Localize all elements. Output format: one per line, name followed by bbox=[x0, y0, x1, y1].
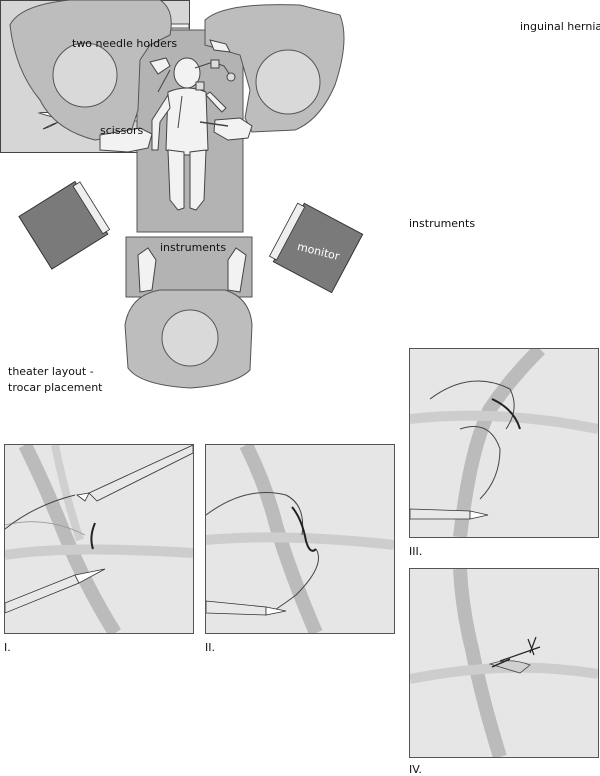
instruments-table-label: instruments bbox=[160, 241, 227, 254]
surgeon-right bbox=[199, 4, 345, 141]
instrument-label-needle-holders: two needle holders bbox=[72, 37, 178, 50]
instrument-label-scissors: scissors bbox=[100, 124, 144, 137]
step-4-label: IV. bbox=[409, 763, 422, 776]
surgeon-bottom bbox=[124, 247, 253, 389]
instruments-caption: instruments bbox=[409, 217, 476, 230]
left-tower bbox=[18, 180, 111, 270]
step-2-label: II. bbox=[205, 641, 215, 654]
step-2-illustration bbox=[206, 445, 394, 633]
step-3-label: III. bbox=[409, 545, 423, 558]
step-1-label: I. bbox=[4, 641, 11, 654]
step-3-panel bbox=[409, 348, 599, 538]
step-1-illustration bbox=[5, 445, 193, 633]
figure-title: inguinal hernia bbox=[520, 20, 600, 33]
step-2-panel bbox=[205, 444, 395, 634]
monitor-device bbox=[268, 202, 364, 294]
step-3-illustration bbox=[410, 349, 598, 537]
theater-layout-illustration bbox=[9, 0, 364, 389]
anesthesia-tubing bbox=[157, 59, 236, 129]
step-4-illustration bbox=[410, 569, 598, 757]
assistant-left bbox=[9, 0, 172, 153]
step-1-panel bbox=[4, 444, 194, 634]
layout-caption-line1: theater layout - bbox=[8, 365, 94, 378]
layout-caption-line2: trocar placement bbox=[8, 381, 103, 394]
step-4-panel bbox=[409, 568, 599, 758]
patient-child bbox=[151, 57, 227, 211]
